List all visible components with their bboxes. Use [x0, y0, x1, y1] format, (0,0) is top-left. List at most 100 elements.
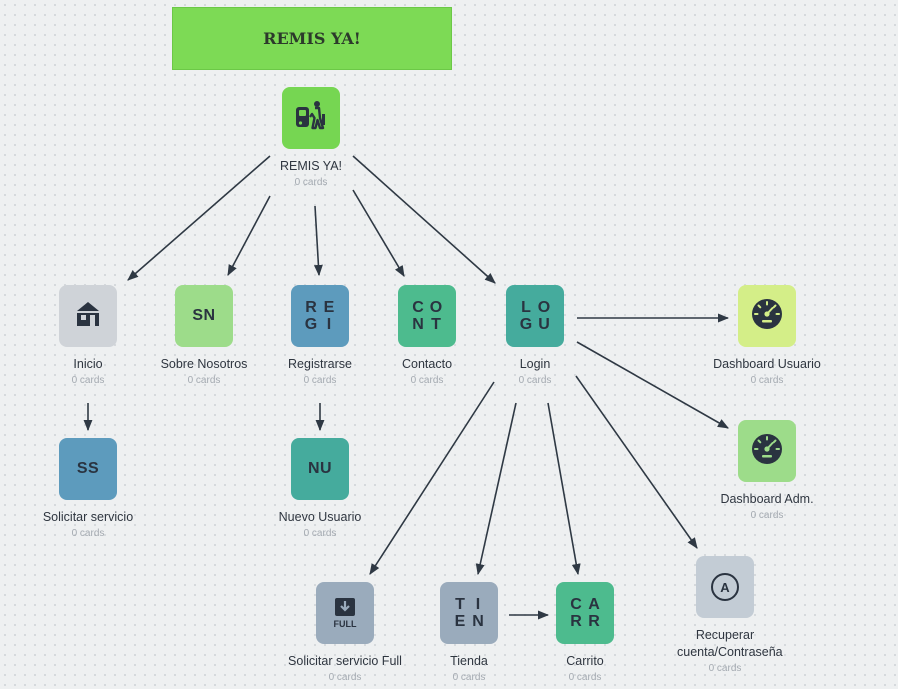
- abbr-char: G: [519, 316, 533, 333]
- node-solicitar-servicio-full[interactable]: FULL Solicitar servicio Full 0 cards: [275, 582, 415, 683]
- node-abbr: R E G I: [302, 299, 338, 333]
- abbr-char: N: [412, 316, 424, 333]
- node-tile: SN: [175, 285, 233, 347]
- node-abbr: T I E N: [451, 596, 487, 630]
- abbr-char: N: [472, 613, 484, 630]
- node-dashboard-adm[interactable]: Dashboard Adm. 0 cards: [697, 420, 837, 521]
- node-tile: [282, 87, 340, 149]
- circle-a-icon: A: [711, 573, 739, 601]
- edge-login-recuperar: [575, 375, 698, 549]
- node-count: 0 cards: [294, 177, 328, 188]
- node-tile: [738, 420, 796, 482]
- node-label: Solicitar servicio: [42, 510, 134, 524]
- abbr-char: U: [538, 316, 550, 333]
- node-solicitar-servicio[interactable]: SS Solicitar servicio 0 cards: [18, 438, 158, 539]
- edge-root-registrarse: [313, 205, 323, 277]
- node-abbr: L O G U: [517, 299, 553, 333]
- node-tile: FULL: [316, 582, 374, 644]
- node-tile: C O N T: [398, 285, 456, 347]
- node-count: 0 cards: [568, 672, 602, 683]
- node-count: 0 cards: [71, 528, 105, 539]
- edge-login-carrito: [547, 402, 581, 576]
- node-sobre-nosotros[interactable]: SN Sobre Nosotros 0 cards: [134, 285, 274, 386]
- node-count: 0 cards: [518, 375, 552, 386]
- abbr-char: O: [429, 299, 443, 316]
- abbr-char: E: [454, 613, 466, 630]
- node-label: Nuevo Usuario: [278, 510, 362, 524]
- icon-caption: FULL: [333, 619, 357, 629]
- icon-letter: A: [720, 579, 730, 595]
- node-count: 0 cards: [303, 375, 337, 386]
- node-tile: L O G U: [506, 285, 564, 347]
- abbr-char: I: [326, 316, 332, 333]
- taxi-icon: [293, 98, 329, 139]
- node-tile: [59, 285, 117, 347]
- house-icon: [72, 298, 104, 335]
- node-count: 0 cards: [71, 375, 105, 386]
- node-login[interactable]: L O G U Login 0 cards: [465, 285, 605, 386]
- node-tienda[interactable]: T I E N Tienda 0 cards: [399, 582, 539, 683]
- node-tile: [738, 285, 796, 347]
- node-abbr: C A R R: [567, 596, 603, 630]
- node-label: Solicitar servicio Full: [288, 654, 402, 668]
- abbr-char: R: [305, 299, 317, 316]
- node-count: 0 cards: [452, 672, 486, 683]
- node-abbr: SN: [192, 307, 216, 324]
- node-abbr: NU: [307, 460, 333, 477]
- node-carrito[interactable]: C A R R Carrito 0 cards: [515, 582, 655, 683]
- node-label: Dashboard Usuario: [713, 357, 821, 371]
- node-label: Registrarse: [288, 357, 352, 371]
- abbr-char: A: [588, 596, 600, 613]
- node-label: REMIS YA!: [279, 159, 343, 173]
- node-tile: NU: [291, 438, 349, 500]
- node-label: Carrito: [566, 654, 604, 668]
- abbr-char: R: [588, 613, 600, 630]
- node-dashboard-usuario[interactable]: Dashboard Usuario 0 cards: [697, 285, 837, 386]
- node-nuevo-usuario[interactable]: NU Nuevo Usuario 0 cards: [250, 438, 390, 539]
- node-count: 0 cards: [303, 528, 337, 539]
- abbr-char: C: [570, 596, 582, 613]
- node-label: Contacto: [401, 357, 453, 371]
- node-tile: SS: [59, 438, 117, 500]
- node-remis-ya[interactable]: REMIS YA! 0 cards: [241, 87, 381, 188]
- node-label: Sobre Nosotros: [160, 357, 248, 371]
- abbr-char: E: [323, 299, 335, 316]
- node-count: 0 cards: [750, 510, 784, 521]
- node-label: Inicio: [73, 357, 103, 371]
- speedometer-icon: [750, 432, 784, 471]
- banner-title: REMIS YA!: [263, 29, 361, 48]
- node-registrarse[interactable]: R E G I Registrarse 0 cards: [250, 285, 390, 386]
- abbr-char: T: [431, 316, 441, 333]
- node-tile: T I E N: [440, 582, 498, 644]
- title-banner: REMIS YA!: [172, 7, 452, 70]
- node-tile: A: [696, 556, 754, 618]
- speedometer-icon: [750, 297, 784, 336]
- download-box-icon: FULL: [334, 597, 357, 629]
- node-label: Login: [519, 357, 551, 371]
- abbr-char: C: [412, 299, 424, 316]
- node-count: 0 cards: [750, 375, 784, 386]
- node-label: Recuperar cuenta/Contraseña: [677, 628, 783, 659]
- node-contacto[interactable]: C O N T Contacto 0 cards: [357, 285, 497, 386]
- edge-root-sobre: [227, 195, 271, 276]
- node-tile: R E G I: [291, 285, 349, 347]
- edge-root-contacto: [352, 189, 405, 277]
- abbr-char: T: [455, 596, 465, 613]
- node-tile: C A R R: [556, 582, 614, 644]
- node-count: 0 cards: [328, 672, 362, 683]
- abbr-char: R: [570, 613, 582, 630]
- node-recuperar-cuenta[interactable]: A Recuperar cuenta/Contraseña 0 cards: [655, 556, 795, 674]
- abbr-char: I: [475, 596, 481, 613]
- node-count: 0 cards: [708, 663, 742, 674]
- node-label: Tienda: [450, 654, 488, 668]
- abbr-char: L: [521, 299, 531, 316]
- node-inicio[interactable]: Inicio 0 cards: [18, 285, 158, 386]
- abbr-char: O: [537, 299, 551, 316]
- node-count: 0 cards: [410, 375, 444, 386]
- node-count: 0 cards: [187, 375, 221, 386]
- edge-login-tienda: [475, 402, 517, 576]
- node-label: Dashboard Adm.: [720, 492, 814, 506]
- node-abbr: C O N T: [409, 299, 445, 333]
- node-abbr: SS: [76, 460, 100, 477]
- abbr-char: G: [304, 316, 318, 333]
